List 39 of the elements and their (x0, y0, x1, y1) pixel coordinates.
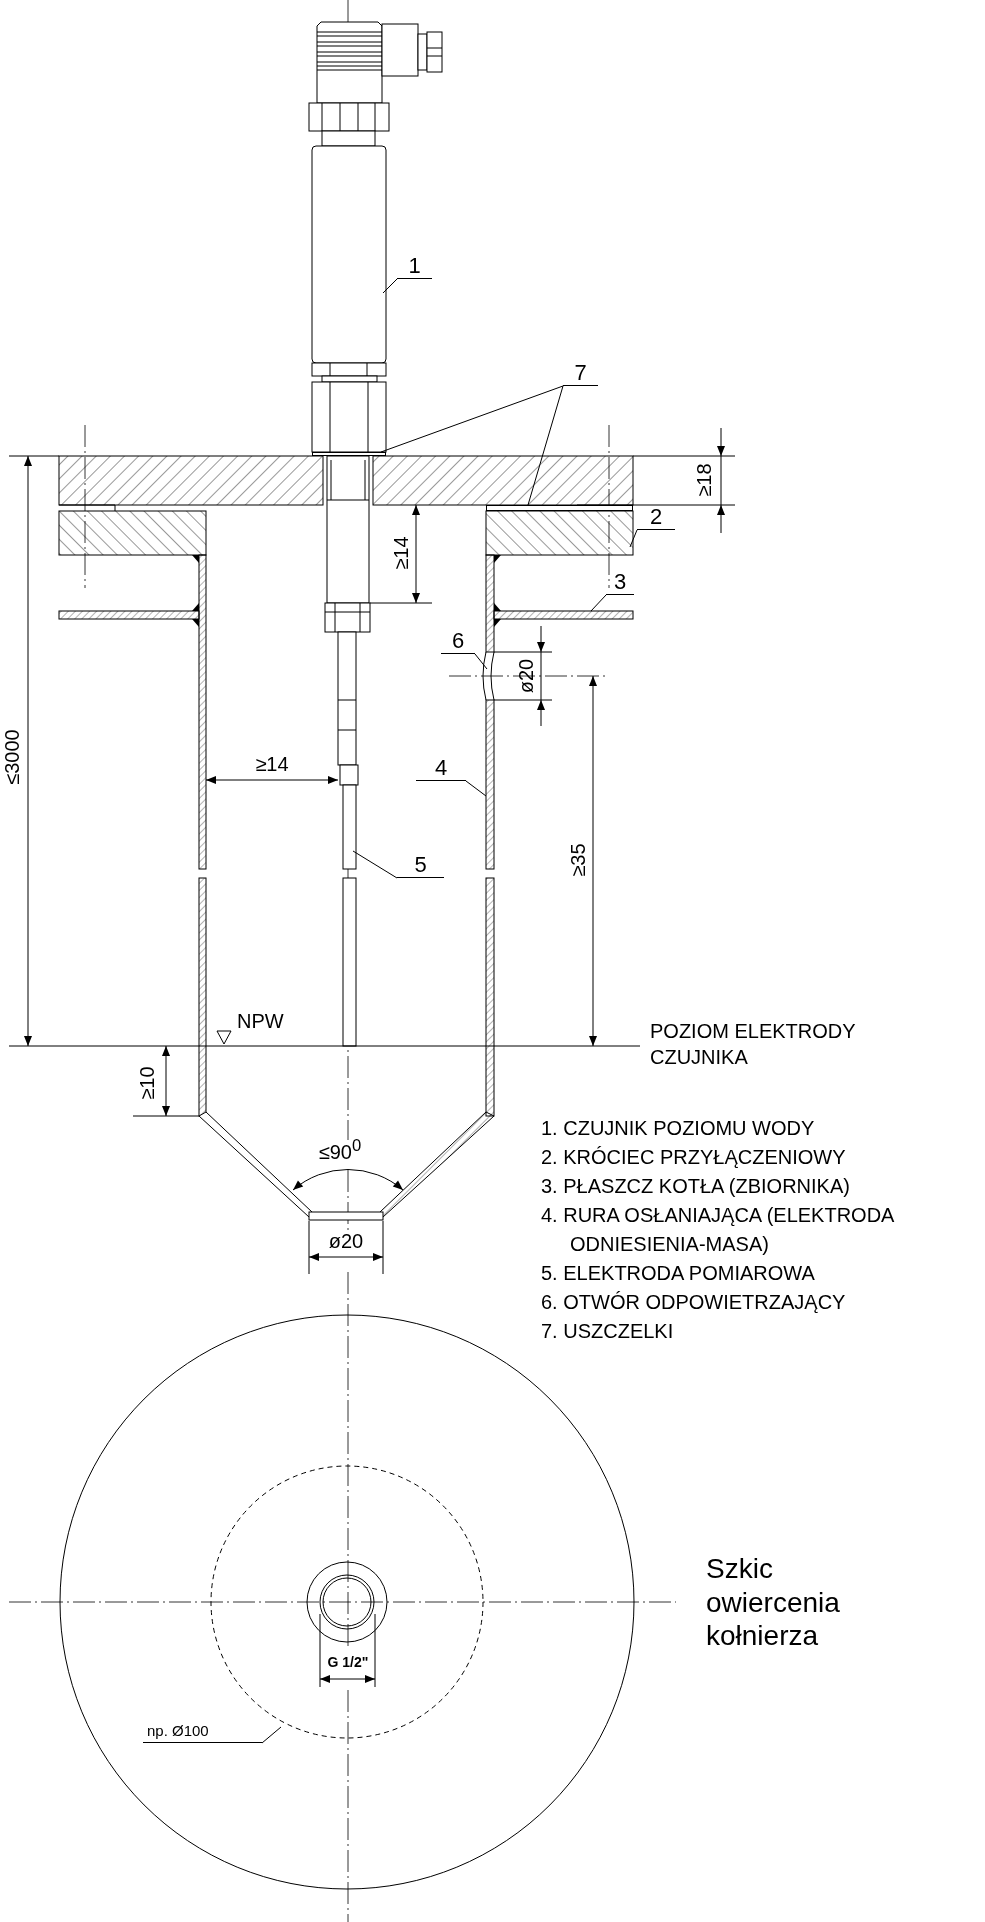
leader-line (352, 850, 398, 879)
gasket (312, 452, 386, 456)
leader-line (590, 594, 607, 612)
callout-number: 5 (397, 853, 444, 878)
dimension-value: ≤90$^{0}$ (318, 1137, 362, 1163)
dimension-value: ≥10 (136, 1066, 158, 1100)
dimension-value: ø20 (328, 1230, 364, 1252)
parts-list-item: 4. RURA OSŁANIAJĄCA (ELEKTRODA ODNIESIENIA-MASA) (541, 1203, 895, 1257)
dimension-value: ≥14 (255, 753, 289, 775)
parts-list-item: 6. OTWÓR ODPOWIETRZAJĄCY (541, 1290, 847, 1315)
dimension-value: ø20 (515, 658, 537, 694)
level-marker-text: NPW (237, 1010, 284, 1032)
parts-list-item: 7. USZCZELKI (541, 1319, 675, 1344)
leader-line (382, 278, 398, 294)
dimension-value: ≥35 (567, 843, 589, 877)
leader-line (261, 1726, 282, 1744)
gasket (486, 505, 633, 511)
leader-line (380, 385, 564, 453)
view-title: Szkic owiercenia kołnierza (706, 1552, 841, 1653)
level-note: POZIOM ELEKTRODY CZUJNIKA (650, 1019, 857, 1070)
callout-number: 6 (441, 629, 475, 654)
dimension-value: ≥14 (390, 536, 412, 570)
leader-line (474, 653, 488, 670)
callout-text: np. Ø100 (143, 1718, 262, 1743)
dimension-value: ≤3000 (1, 729, 23, 785)
leader-line (527, 385, 564, 506)
parts-list-item: 5. ELEKTRODA POMIAROWA (541, 1261, 816, 1286)
parts-list-item: 3. PŁASZCZ KOTŁA (ZBIORNIKA) (541, 1174, 851, 1199)
dimension-value: G 1/2" (327, 1655, 369, 1671)
callout-number: 7 (563, 361, 598, 386)
parts-list-item: 2. KRÓCIEC PRZYŁĄCZENIOWY (541, 1145, 847, 1170)
callout-number: 1 (397, 254, 432, 279)
callout-number: 4 (416, 756, 466, 781)
callout-number: 2 (637, 505, 675, 530)
parts-list-item: 1. CZUJNIK POZIOMU WODY (541, 1116, 816, 1141)
callout-number: 3 (606, 570, 634, 595)
leader-line (465, 780, 487, 797)
dimension-value: ≥18 (693, 463, 715, 497)
leader-line (629, 529, 638, 548)
